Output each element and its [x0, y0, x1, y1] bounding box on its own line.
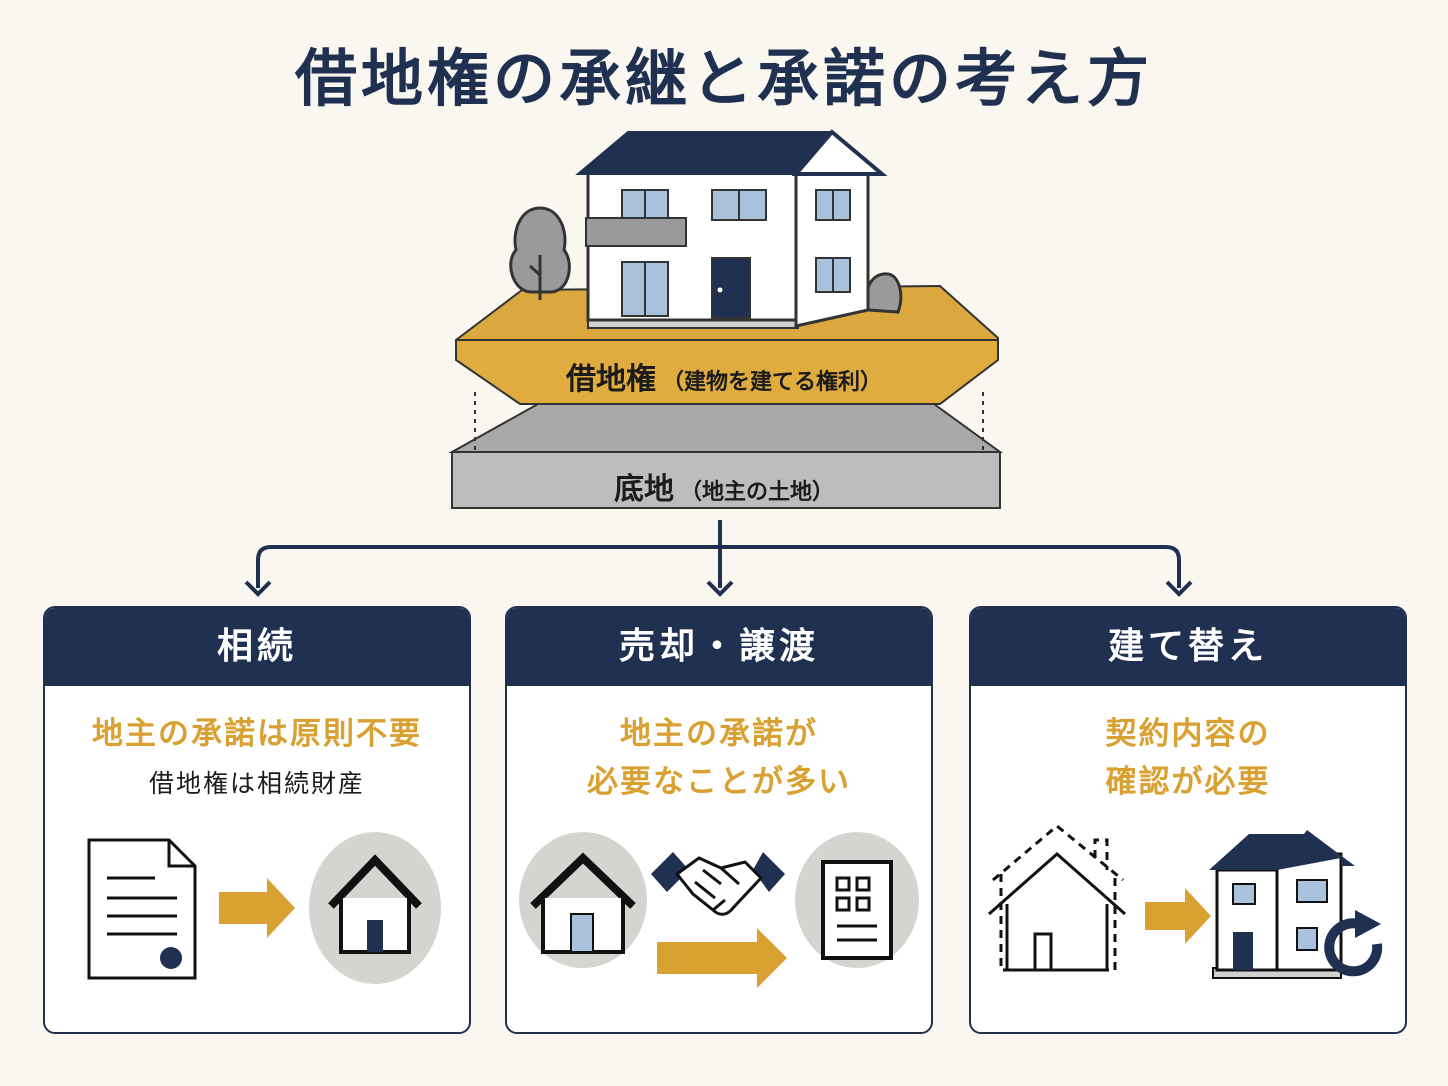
tree-icon [509, 206, 571, 300]
card-main-rebuild-line2: 確認が必要 [1105, 764, 1271, 800]
arrow-right-icon [657, 928, 787, 988]
handshake-icon [651, 852, 785, 916]
card-rebuild: 建て替え 契約内容の 確認が必要 [969, 606, 1407, 1034]
card-sub-inheritance: 借地権は相続財産 [148, 769, 365, 798]
card-header-rebuild: 建て替え [971, 608, 1405, 686]
card-sale-transfer: 売却・譲渡 地主の承諾が 必要なことが多い [505, 606, 933, 1034]
card-main-sale: 地主の承諾が 必要なことが多い [507, 710, 931, 806]
old-house-outline-icon [988, 851, 1126, 972]
shakuchi-label: 借地権（建物を建てる権利） [0, 354, 1448, 398]
shakuchi-title: 借地権 [565, 362, 656, 397]
arrow-right-icon [1145, 888, 1211, 944]
rebuild-illustration [988, 824, 1383, 979]
house-icon [328, 854, 422, 954]
refresh-icon [1324, 910, 1383, 977]
sokochi-note: （地主の土地） [679, 480, 834, 505]
document-icon [87, 838, 197, 980]
sokochi-label: 底地（地主の土地） [0, 464, 1448, 508]
card-main-inheritance: 地主の承諾は原則不要 [92, 716, 422, 752]
shakuchi-note: （建物を建てる権利） [661, 370, 882, 395]
bush-icon [864, 272, 903, 314]
sokochi-title: 底地 [613, 472, 674, 507]
card-header-inheritance: 相続 [45, 608, 469, 686]
old-house-dashed-icon [992, 824, 1124, 972]
land-house-illustration [244, 129, 1193, 597]
branch-arrows [244, 520, 1193, 597]
card-main-rebuild-line1: 契約内容の [1105, 716, 1271, 752]
sale-illustration [519, 832, 919, 988]
arrow-right-icon [219, 878, 295, 938]
card-inheritance: 相続 地主の承諾は原則不要 借地権は相続財産 [43, 606, 471, 1034]
card-main-sale-line2: 必要なことが多い [587, 764, 851, 800]
page-title: 借地権の承継と承諾の考え方 [294, 42, 1153, 115]
house-illustration [575, 129, 888, 329]
building-icon [821, 860, 893, 960]
inheritance-illustration [87, 832, 441, 984]
card-main-sale-line1: 地主の承諾が [620, 716, 818, 752]
card-main-rebuild: 契約内容の 確認が必要 [971, 710, 1405, 806]
card-header-sale: 売却・譲渡 [507, 608, 931, 686]
house-icon [530, 852, 636, 954]
